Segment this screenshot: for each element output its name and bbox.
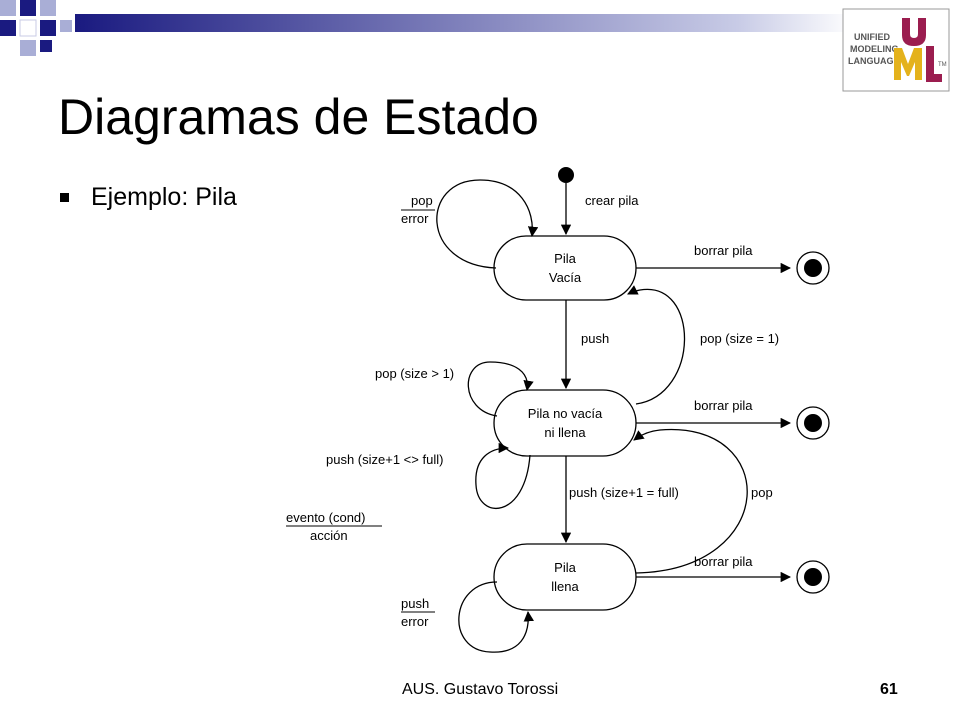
final-state-dot xyxy=(804,568,822,586)
state-pila-no-vacia-line1: Pila no vacía xyxy=(528,406,603,421)
slide-title: Diagramas de Estado xyxy=(58,89,539,145)
label-push: push xyxy=(581,331,609,346)
header-square xyxy=(60,20,72,32)
state-pila-llena xyxy=(493,543,637,611)
header-decoration xyxy=(0,0,855,56)
page-number: 61 xyxy=(880,681,898,698)
state-pila-llena-line2: llena xyxy=(551,579,579,594)
logo-text-modeling: MODELING xyxy=(850,44,899,54)
transition-push-lt-full xyxy=(475,442,531,509)
logo-letter-u xyxy=(902,18,926,46)
logo-text-unified: UNIFIED xyxy=(854,32,891,42)
label-push-error-event: push xyxy=(401,596,429,611)
transition-push-error xyxy=(458,581,534,653)
label-pop: pop xyxy=(751,485,773,500)
uml-logo: UNIFIED MODELING LANGUAGE TM xyxy=(842,8,950,92)
initial-state xyxy=(558,167,574,183)
legend-event: evento (cond) xyxy=(286,510,366,525)
header-square xyxy=(19,19,37,37)
header-square xyxy=(40,40,52,52)
label-borrar-pila-2: borrar pila xyxy=(694,398,753,413)
label-borrar-pila-3: borrar pila xyxy=(694,554,753,569)
label-push-eq-full: push (size+1 = full) xyxy=(569,485,679,500)
label-crear-pila: crear pila xyxy=(585,193,639,208)
transition-pop-error xyxy=(436,179,539,269)
state-pila-vacia-line2: Vacía xyxy=(549,270,582,285)
logo-text-language: LANGUAGE xyxy=(848,56,900,66)
state-pila-vacia xyxy=(493,235,637,301)
transition-pop-size-gt1 xyxy=(467,361,534,417)
header-square xyxy=(20,0,36,16)
state-pila-vacia-line1: Pila xyxy=(554,251,576,266)
label-pop-size-1: pop (size = 1) xyxy=(700,331,779,346)
state-pila-llena-line1: Pila xyxy=(554,560,576,575)
label-borrar-pila-1: borrar pila xyxy=(694,243,753,258)
transition-pop-size-1 xyxy=(627,285,686,405)
header-square xyxy=(0,20,16,36)
header-square xyxy=(20,40,36,56)
label-push-lt-full: push (size+1 <> full) xyxy=(326,452,443,467)
label-pop-error-action: error xyxy=(401,211,429,226)
label-pop-size-gt1: pop (size > 1) xyxy=(375,366,454,381)
header-square xyxy=(40,0,56,16)
logo-letter-l xyxy=(926,46,942,82)
footer-author: AUS. Gustavo Torossi xyxy=(402,681,559,698)
logo-letter-m xyxy=(894,48,922,80)
header-gradient-bar xyxy=(75,14,855,32)
bullet-text: Ejemplo: Pila xyxy=(91,183,237,211)
bullet-item: Ejemplo: Pila xyxy=(60,183,237,212)
logo-tm: TM xyxy=(938,62,947,68)
transition-pop xyxy=(633,428,748,574)
final-state-dot xyxy=(804,259,822,277)
legend-action: acción xyxy=(310,528,348,543)
label-pop-error-event: pop xyxy=(411,193,433,208)
final-state-dot xyxy=(804,414,822,432)
label-push-error-action: error xyxy=(401,614,429,629)
square-bullet-icon xyxy=(60,193,69,202)
state-pila-no-vacia-line2: ni llena xyxy=(544,425,586,440)
state-pila-no-vacia xyxy=(493,389,637,457)
header-square xyxy=(40,20,56,36)
header-square xyxy=(0,0,16,16)
